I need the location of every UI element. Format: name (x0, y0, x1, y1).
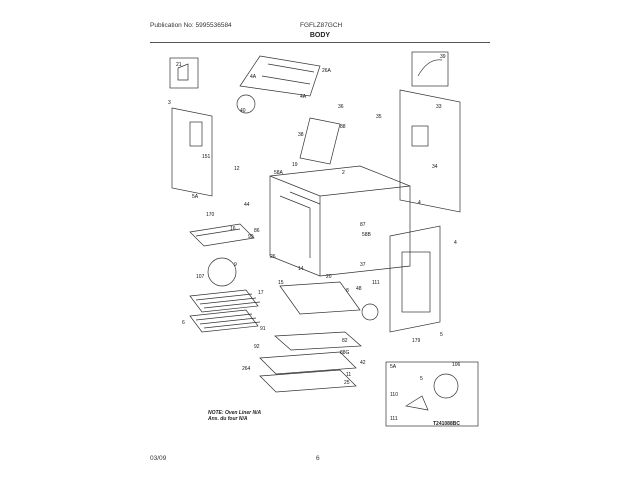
callout-106: 106 (452, 362, 461, 368)
part-26a-vent (239, 55, 321, 97)
callout-5a: 5A (192, 194, 199, 200)
part-82-tray (274, 331, 362, 351)
callout-107: 107 (196, 274, 205, 280)
callout-37: 37 (360, 262, 366, 268)
part-21-box (169, 57, 199, 89)
part-40 (236, 94, 256, 114)
callout-111: 111 (372, 280, 380, 286)
callout-20: 20 (326, 274, 332, 280)
callout-88: 88 (340, 124, 346, 130)
callout-91: 91 (260, 326, 266, 332)
callout-11: 11 (346, 372, 351, 378)
callout-19: 19 (292, 162, 298, 168)
callout-14: 14 (298, 266, 304, 272)
part-6-rack-upper (189, 289, 259, 313)
part-39-box (411, 51, 449, 87)
fan-assembly-box (385, 361, 479, 427)
oven-body (269, 165, 411, 277)
callout-82: 82 (342, 338, 348, 344)
part-36-shield (299, 117, 341, 165)
callout-15: 15 (278, 280, 284, 286)
callout-5: 5 (440, 332, 443, 338)
callout-2: 2 (342, 170, 345, 176)
callout-12: 12 (234, 166, 240, 172)
callout-5a-2: 5A (390, 364, 397, 370)
callout-21: 21 (176, 62, 182, 68)
callout-35: 35 (376, 114, 382, 120)
callout-92: 92 (254, 344, 260, 350)
callout-42: 42 (360, 360, 366, 366)
callout-25: 25 (344, 380, 350, 386)
callout-26: 26 (270, 254, 276, 260)
footer-date: 03/09 (150, 455, 167, 462)
part-88g-panel (259, 351, 357, 375)
callout-4a-2: 4A (300, 94, 307, 100)
part-107-fan (207, 257, 237, 287)
callout-179: 179 (412, 338, 421, 344)
footer-page-number: 6 (316, 455, 320, 462)
callout-9: 9 (234, 262, 237, 268)
part-8-bottom (279, 281, 361, 315)
part-43 (361, 303, 379, 321)
callout-4: 4 (418, 200, 421, 206)
oven-liner-note: NOTE: Oven Liner N/A Ans. du four N/A (208, 410, 261, 422)
part-3-door-panel (171, 107, 213, 197)
header-rule (150, 42, 490, 43)
callout-48: 48 (356, 286, 362, 292)
diagram-code: T241088BC (433, 421, 460, 427)
callout-4a: 4A (250, 74, 257, 80)
callout-264: 264 (242, 366, 251, 372)
callout-5-2: 5 (420, 376, 423, 382)
callout-88g: 88G (340, 350, 350, 356)
exploded-parts-diagram: 21 3 4A 26A 4A 39 33 40 36 151 38 88 12 … (168, 51, 479, 427)
callout-38: 38 (298, 132, 304, 138)
callout-99: 99 (248, 234, 254, 240)
callout-4-2: 4 (454, 240, 457, 246)
model-number: FGFLZ87GCH (300, 22, 343, 29)
callout-87: 87 (360, 222, 366, 228)
callout-26a: 26A (322, 68, 332, 74)
callout-36: 36 (338, 104, 344, 110)
callout-39: 39 (440, 54, 446, 60)
callout-8: 8 (346, 288, 349, 294)
callout-110: 110 (390, 392, 398, 398)
callout-170: 170 (206, 212, 215, 218)
part-6-rack-lower (189, 309, 259, 333)
part-4-door (389, 225, 441, 333)
part-16-tray (189, 223, 255, 247)
note-line-2: Ans. du four N/A (208, 416, 248, 422)
part-25-drawer (259, 369, 357, 393)
callout-111-2: 111 (390, 416, 398, 422)
callout-33: 33 (436, 104, 442, 110)
callout-40: 40 (240, 108, 246, 114)
callout-34: 34 (432, 164, 438, 170)
note-line-1: NOTE: Oven Liner N/A (208, 410, 262, 416)
callout-86: 86 (254, 228, 260, 234)
callout-58a: 58A (274, 170, 284, 176)
callout-151: 151 (202, 154, 211, 160)
callout-3: 3 (168, 100, 171, 106)
callout-6: 6 (182, 320, 185, 326)
callout-17: 17 (258, 290, 264, 296)
publication-number: Publication No: 5995536584 (150, 22, 232, 29)
page-title: BODY (309, 32, 331, 39)
callout-16: 16 (230, 226, 236, 232)
part-33-back-panel (399, 89, 461, 213)
callout-44: 44 (244, 202, 250, 208)
callout-58b: 58B (362, 232, 372, 238)
